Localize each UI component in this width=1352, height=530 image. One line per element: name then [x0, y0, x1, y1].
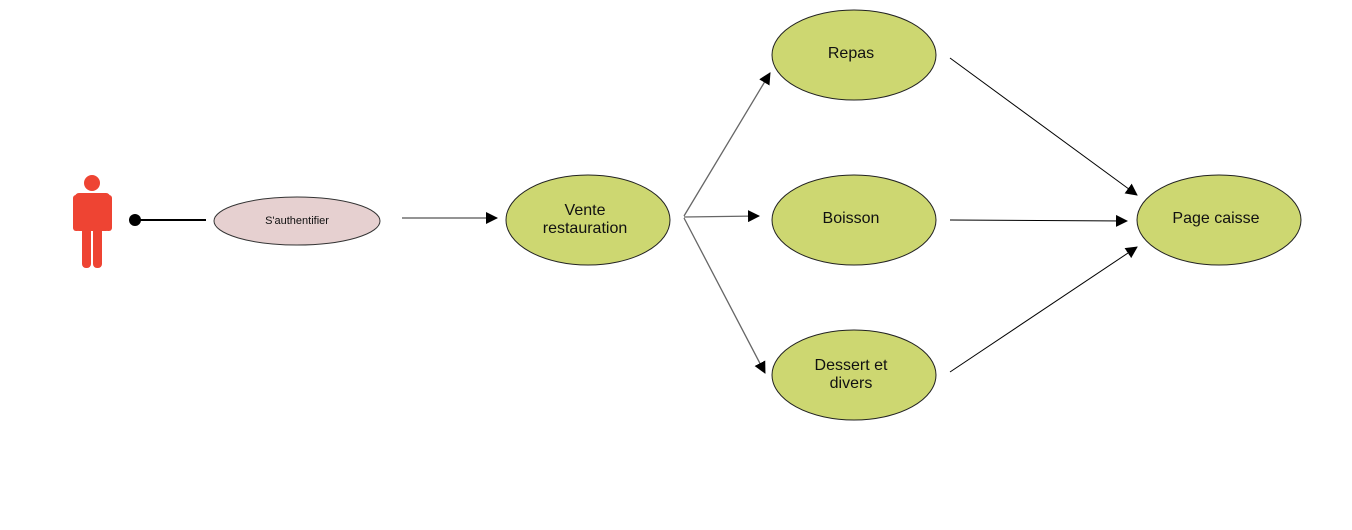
repas-label: Repas	[828, 45, 874, 62]
vente-restauration-label-line2: restauration	[543, 220, 628, 237]
dessert-et-divers-label-line2: divers	[830, 375, 873, 392]
arrow-vente-to-boisson	[683, 210, 760, 223]
use-case-boisson[interactable]: Boisson	[771, 174, 937, 266]
use-case-repas[interactable]: Repas	[771, 9, 937, 101]
association-connector	[129, 214, 206, 226]
arrow-dessert-to-caisse	[949, 246, 1138, 373]
use-case-vente-restauration[interactable]: Vente restauration	[505, 174, 671, 266]
arrow-vente-to-dessert	[683, 217, 766, 374]
person-icon	[73, 175, 112, 268]
arrow-vente-to-repas	[683, 72, 771, 217]
dessert-et-divers-label-line1: Dessert et	[815, 357, 888, 374]
use-case-page-caisse[interactable]: Page caisse	[1136, 174, 1302, 266]
boisson-label: Boisson	[823, 210, 880, 227]
arrow-boisson-to-caisse	[949, 214, 1128, 227]
use-case-sauthentifier[interactable]: S'authentifier	[213, 196, 381, 246]
page-caisse-label: Page caisse	[1172, 210, 1259, 227]
vente-restauration-label-line1: Vente	[565, 202, 606, 219]
sauthentifier-label: S'authentifier	[265, 215, 329, 227]
arrow-repas-to-caisse	[949, 57, 1138, 196]
use-case-dessert-et-divers[interactable]: Dessert et divers	[771, 329, 937, 421]
